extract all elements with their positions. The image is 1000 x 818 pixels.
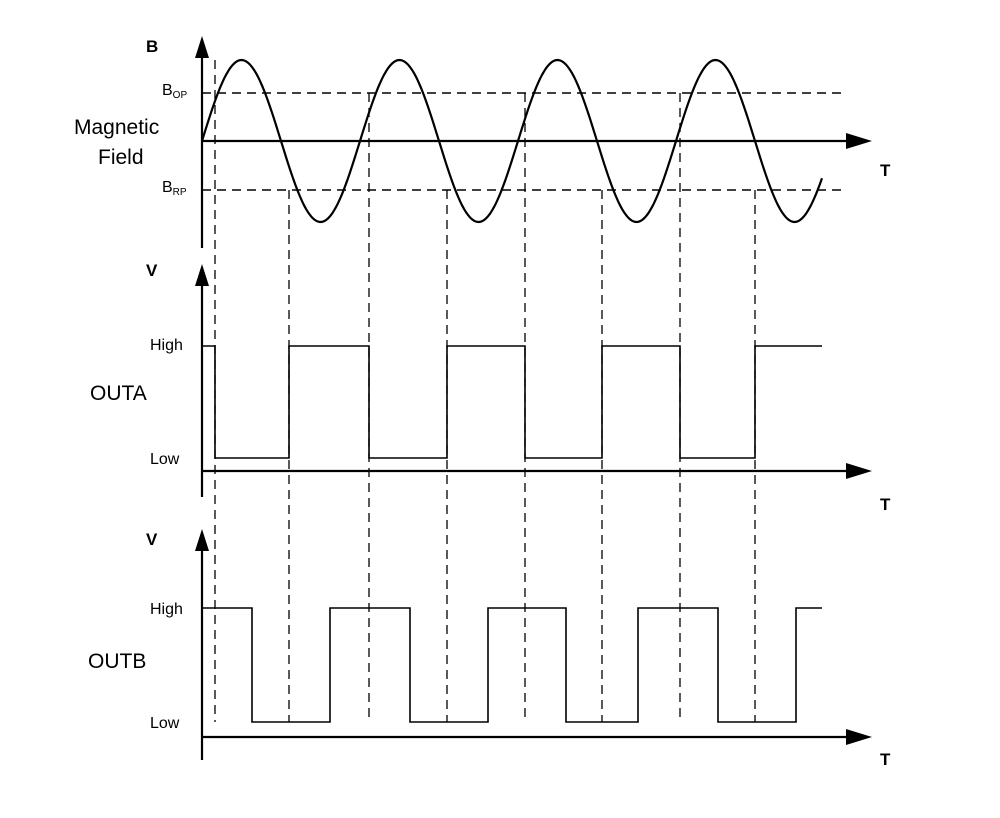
outb-low-label: Low [150, 715, 180, 732]
outb-x-axis-label: T [880, 750, 891, 769]
field-x-axis-label: T [880, 161, 891, 180]
outa-low-label: Low [150, 451, 180, 468]
bop-label-main: B [162, 82, 173, 99]
bop-label-sub: OP [173, 90, 188, 101]
outb-high-label: High [150, 601, 183, 618]
brp-label: BRP [162, 179, 187, 198]
field-y-axis-arrow [195, 36, 209, 58]
bop-label: BOP [162, 82, 187, 101]
outb-square-wave [202, 607, 822, 723]
outb-y-axis-label: V [146, 530, 158, 549]
magnetic-field-sine-wave [200, 58, 824, 224]
outa-name: OUTA [90, 382, 147, 405]
brp-label-main: B [162, 179, 173, 196]
outa-x-axis-arrow [846, 463, 872, 479]
outb-y-axis-arrow [195, 529, 209, 551]
field-x-axis-arrow [846, 133, 872, 149]
outb-x-axis-arrow [846, 729, 872, 745]
field-y-axis-label: B [146, 37, 158, 56]
outa-square-wave [202, 345, 822, 459]
outa-x-axis-label: T [880, 495, 891, 514]
field-name-line2: Field [98, 146, 144, 169]
outa-y-axis-arrow [195, 264, 209, 286]
field-name-line1: Magnetic [74, 116, 159, 139]
outa-y-axis-label: V [146, 261, 158, 280]
switching-guide-lines [214, 60, 756, 722]
outa-high-label: High [150, 337, 183, 354]
outb-name: OUTB [88, 650, 146, 673]
brp-label-sub: RP [173, 187, 187, 198]
